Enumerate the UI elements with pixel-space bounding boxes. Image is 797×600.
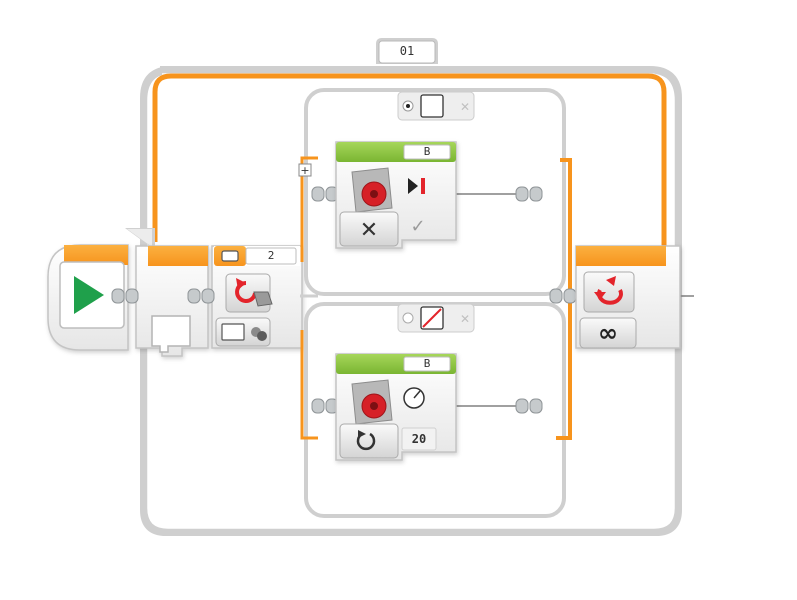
motor-on-mode-button[interactable]	[339, 423, 399, 459]
motor-stop-port-label[interactable]: B	[423, 145, 431, 158]
case-1-tab[interactable]: ✕	[397, 91, 475, 121]
play-icon[interactable]	[74, 276, 104, 314]
add-case-icon[interactable]	[298, 163, 312, 177]
start-block[interactable]	[47, 244, 129, 351]
large-motor-on-block[interactable]	[335, 353, 457, 461]
case-2-radio[interactable]	[402, 312, 414, 324]
motor-stop-port-field[interactable]	[403, 144, 451, 160]
ruler-icon	[221, 323, 245, 341]
loop-mode-icon-button[interactable]	[583, 271, 635, 313]
svg-text:+: +	[300, 164, 309, 177]
stop-icon	[408, 178, 418, 194]
check-icon[interactable]: ✓	[410, 216, 425, 237]
delete-case-1-icon[interactable]: ✕	[460, 100, 470, 114]
loop-interrupt-slot[interactable]	[151, 315, 191, 353]
loop-end-block[interactable]	[575, 245, 681, 349]
case-count-field[interactable]	[245, 247, 297, 265]
large-motor-stop-block[interactable]: ✕ ✓	[335, 141, 457, 249]
empty-box-icon[interactable]	[420, 94, 444, 118]
sequence-wires	[300, 193, 694, 407]
loop-start-block[interactable]	[135, 245, 209, 357]
rotate-icon	[356, 432, 376, 451]
loop-name-label[interactable]: 01	[399, 44, 415, 58]
loop-mode-button[interactable]	[579, 317, 637, 349]
case-2-tab[interactable]: ✕	[397, 303, 475, 333]
svg-text:✕: ✕	[360, 218, 378, 243]
motor-stop-mode-button[interactable]	[339, 211, 399, 247]
motor-on-port-label[interactable]: B	[423, 357, 431, 370]
loop-mode-infinity: ∞	[598, 319, 618, 347]
loop-name-tab[interactable]	[376, 38, 438, 64]
delete-case-2-icon[interactable]: ✕	[460, 312, 470, 326]
motor-power-value[interactable]: 20	[411, 432, 427, 446]
motor-power-field[interactable]	[401, 427, 437, 451]
case-count-label[interactable]: 2	[267, 249, 275, 262]
tabbed-view-icon[interactable]	[221, 250, 239, 262]
loop-frame[interactable]	[125, 66, 682, 536]
motor-on-port-field[interactable]	[403, 356, 451, 372]
